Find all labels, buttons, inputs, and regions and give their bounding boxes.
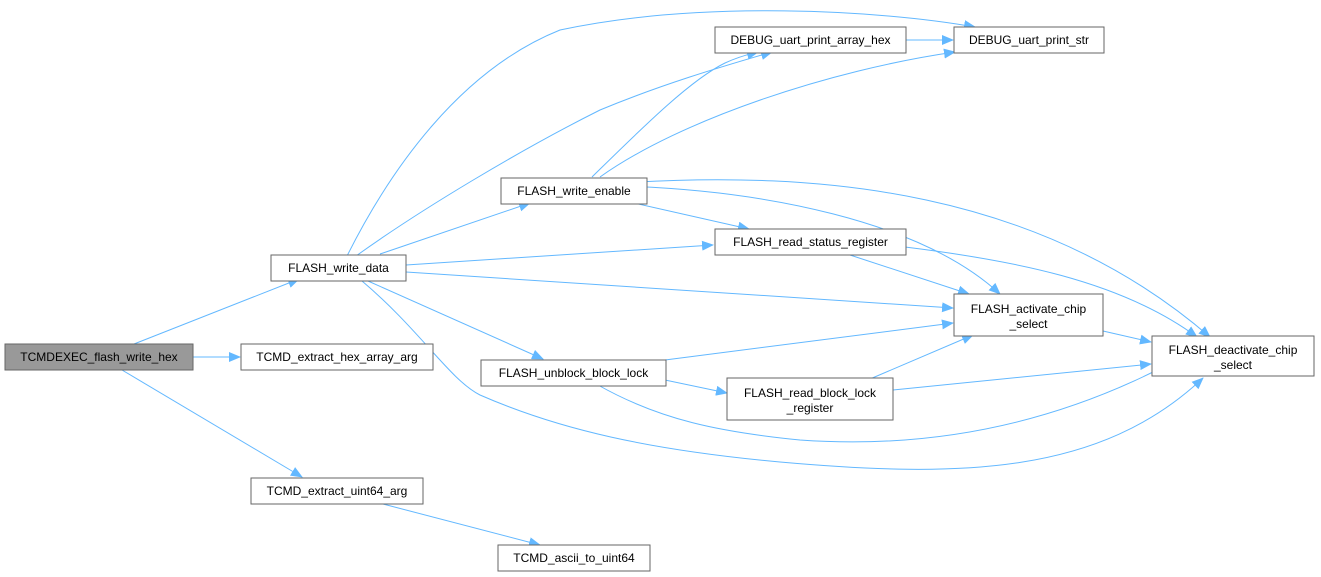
edge-activate-to-deactivate xyxy=(1102,330,1152,345)
node-label-line2: _register xyxy=(786,401,834,415)
node-label: TCMDEXEC_flash_write_hex xyxy=(20,350,177,364)
node-label: FLASH_write_enable xyxy=(517,184,631,198)
node-label: DEBUG_uart_print_array_hex xyxy=(730,33,890,47)
node-tcmd-ascii-to-uint64[interactable]: TCMD_ascii_to_uint64 xyxy=(497,544,651,572)
node-flash-activate-chip-select[interactable]: FLASH_activate_chip _select xyxy=(953,293,1104,337)
node-label: DEBUG_uart_print_str xyxy=(969,33,1089,47)
edge-read-block-to-deactivate xyxy=(892,360,1152,391)
edge-read-status-to-deactivate xyxy=(904,246,1198,338)
node-tcmd-extract-hex-array-arg[interactable]: TCMD_extract_hex_array_arg xyxy=(240,343,434,371)
node-label-line1: FLASH_activate_chip xyxy=(971,302,1087,316)
node-flash-read-status-register[interactable]: FLASH_read_status_register xyxy=(714,228,907,256)
node-debug-uart-print-array-hex[interactable]: DEBUG_uart_print_array_hex xyxy=(714,26,907,54)
edge-root-to-extract-uint64 xyxy=(121,369,303,478)
edge-write-data-to-print-array xyxy=(355,50,773,257)
node-label-line2: _select xyxy=(1008,317,1048,331)
node-flash-read-block-lock-register[interactable]: FLASH_read_block_lock _register xyxy=(726,377,894,421)
edge-write-enable-to-read-status xyxy=(633,202,750,232)
node-label: FLASH_write_data xyxy=(288,261,389,275)
node-tcmdexec-flash-write-hex[interactable]: TCMDEXEC_flash_write_hex xyxy=(4,343,194,371)
node-flash-write-enable[interactable]: FLASH_write_enable xyxy=(500,177,648,205)
node-label-line1: FLASH_deactivate_chip xyxy=(1169,343,1298,357)
edge-write-data-to-unblock xyxy=(367,280,544,360)
node-tcmd-extract-uint64-arg[interactable]: TCMD_extract_uint64_arg xyxy=(250,477,424,505)
node-label: TCMD_extract_uint64_arg xyxy=(267,484,408,498)
edge-write-enable-to-print-array xyxy=(591,49,759,178)
edge-unblock-to-activate xyxy=(664,319,954,361)
node-label: TCMD_extract_hex_array_arg xyxy=(256,350,417,364)
node-label: TCMD_ascii_to_uint64 xyxy=(513,551,635,565)
node-label-line2: _select xyxy=(1213,358,1253,372)
edge-write-data-to-print-str xyxy=(346,10,976,257)
edge-write-enable-to-print-str xyxy=(599,48,956,178)
edges xyxy=(121,10,1211,548)
edge-root-to-flash-write-data xyxy=(133,278,300,345)
node-debug-uart-print-str[interactable]: DEBUG_uart_print_str xyxy=(953,26,1105,54)
edge-write-data-to-write-enable xyxy=(379,201,531,255)
edge-read-status-to-activate xyxy=(849,254,970,296)
node-flash-unblock-block-lock[interactable]: FLASH_unblock_block_lock xyxy=(480,359,667,387)
edge-unblock-to-deactivate xyxy=(597,365,1166,443)
edge-write-enable-to-deactivate xyxy=(619,179,1211,338)
edge-write-enable-to-activate xyxy=(619,185,1001,295)
node-flash-deactivate-chip-select[interactable]: FLASH_deactivate_chip _select xyxy=(1151,335,1315,377)
edge-write-data-to-activate xyxy=(405,271,954,313)
node-label: FLASH_read_status_register xyxy=(733,235,888,249)
node-label-line1: FLASH_read_block_lock xyxy=(744,386,877,400)
node-flash-write-data[interactable]: FLASH_write_data xyxy=(270,254,407,282)
edge-write-data-to-deactivate xyxy=(361,280,1204,470)
edge-extract-uint64-to-ascii xyxy=(382,503,541,548)
edge-write-data-to-read-status xyxy=(405,240,714,266)
edge-unblock-to-read-block xyxy=(664,379,728,396)
edge-read-block-to-activate xyxy=(869,334,974,380)
node-label: FLASH_unblock_block_lock xyxy=(499,366,649,380)
